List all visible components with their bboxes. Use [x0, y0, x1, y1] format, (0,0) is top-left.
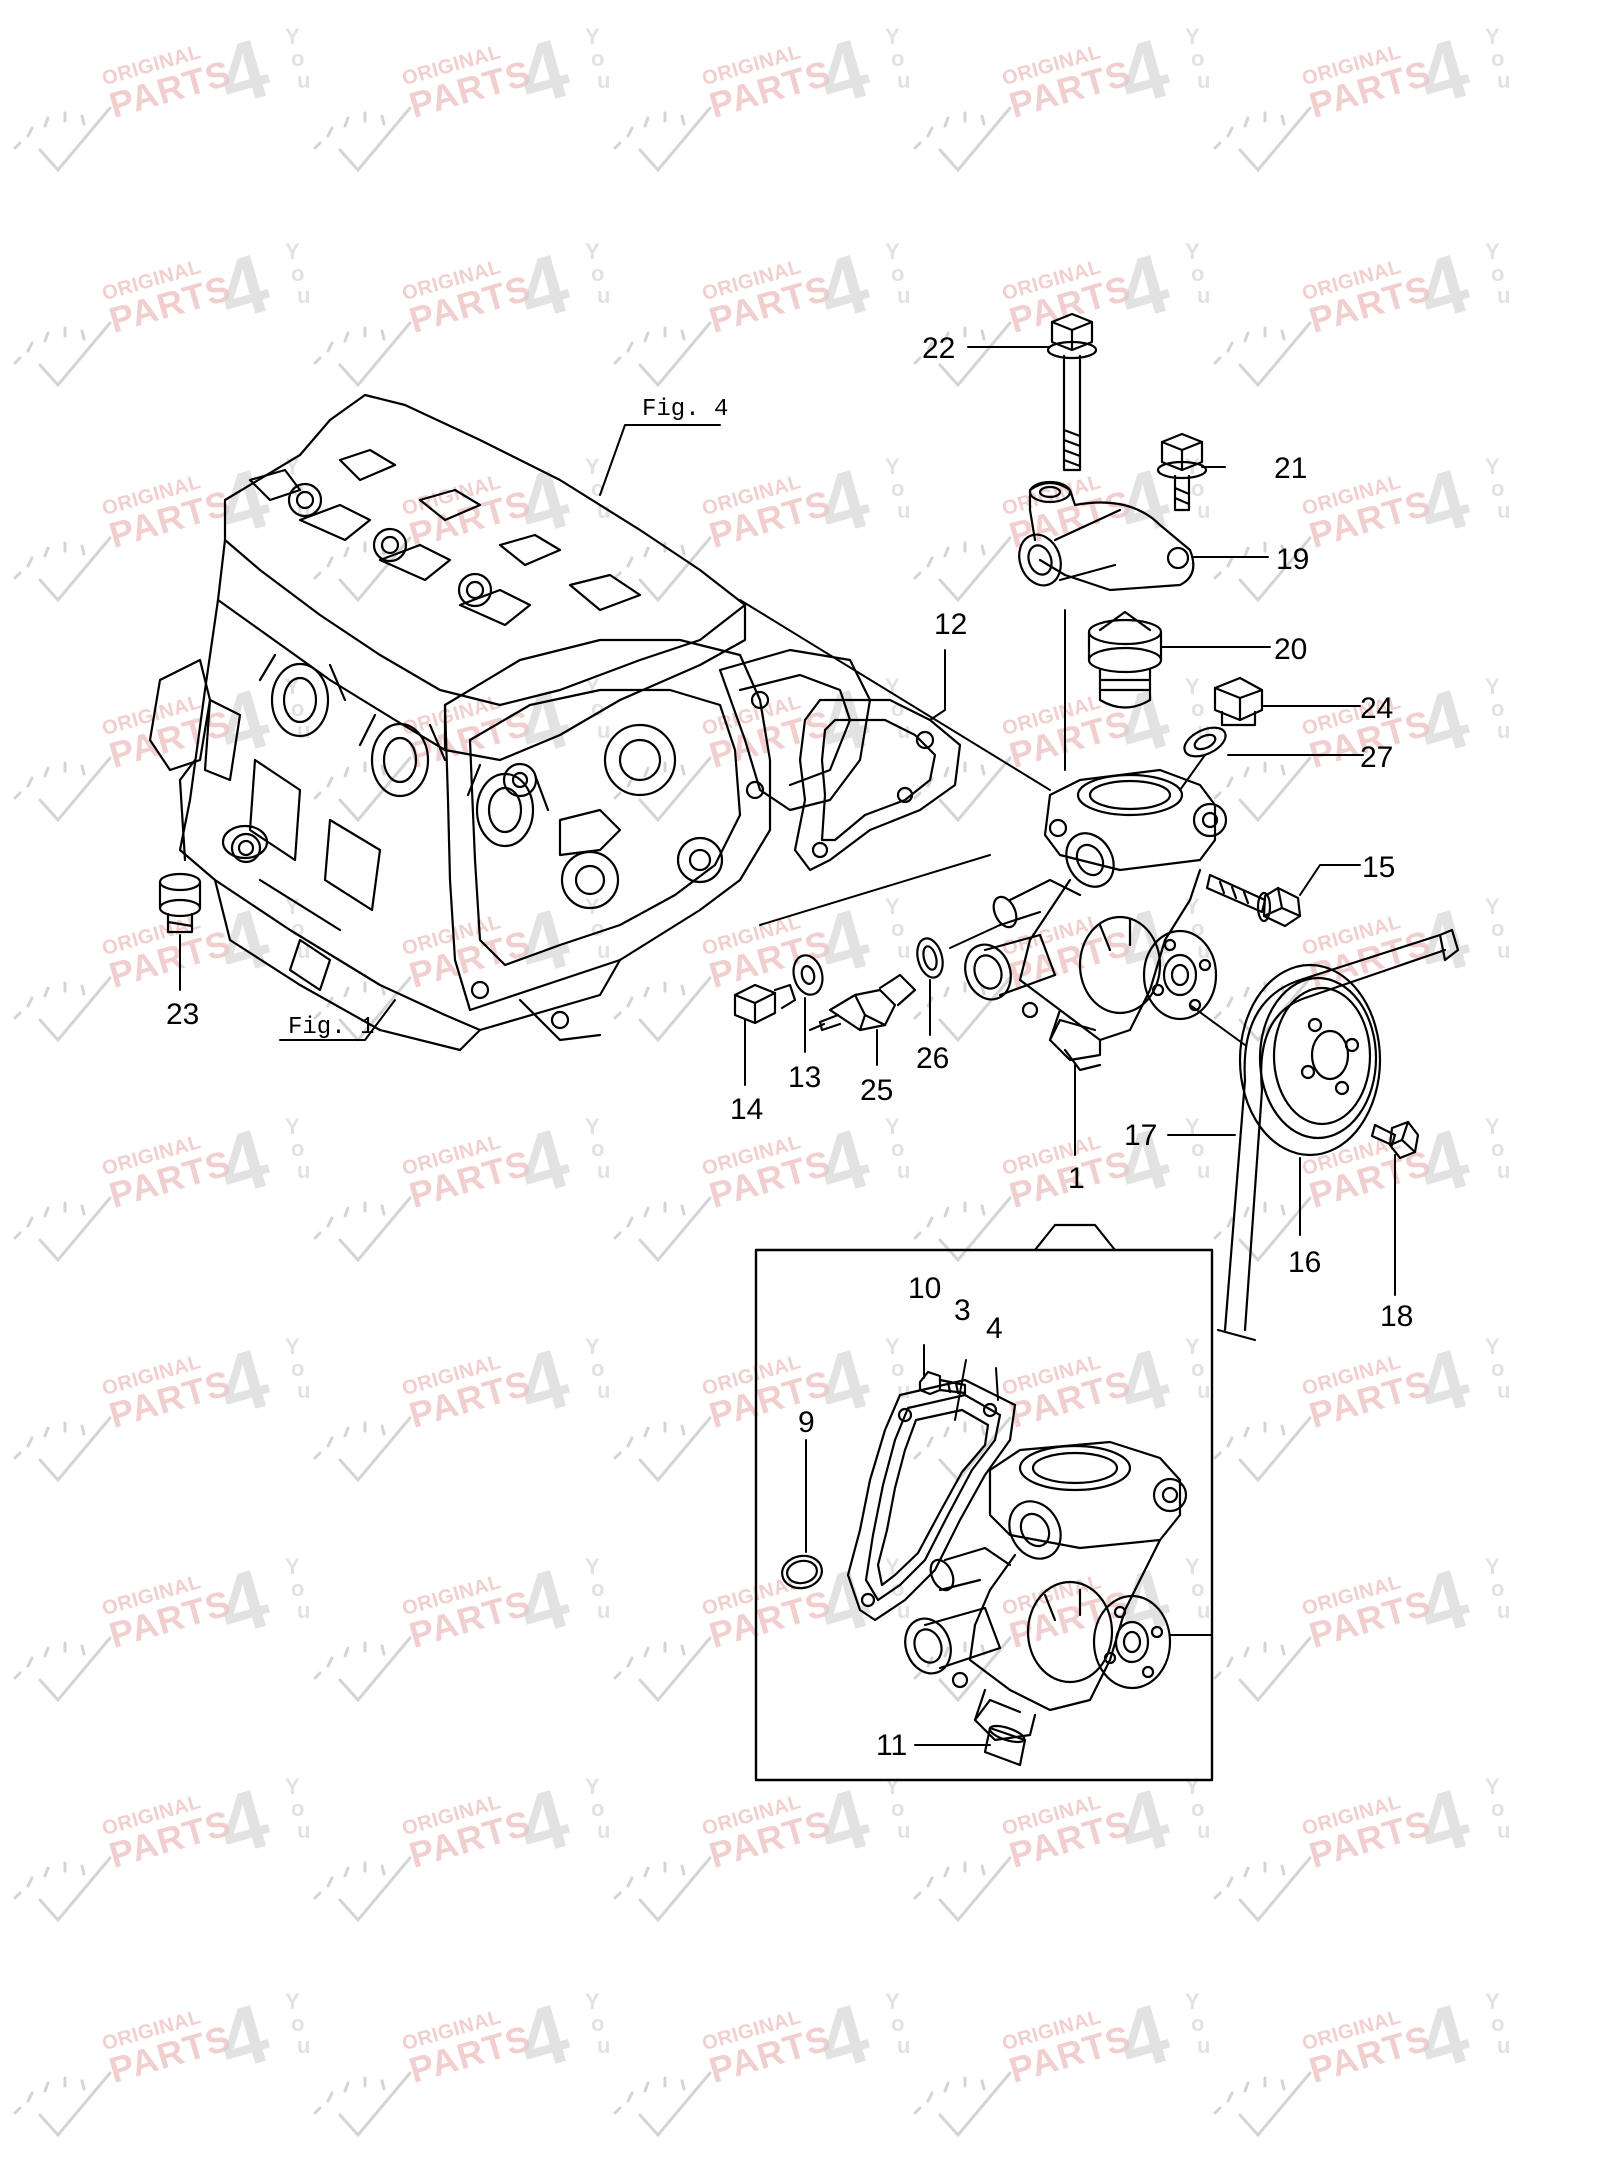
engine-block	[148, 393, 872, 1052]
part-27-washer	[1183, 726, 1227, 758]
callout-23: 23	[166, 998, 199, 1031]
part-9-o-ring	[781, 1554, 823, 1590]
callout-24: 24	[1360, 692, 1393, 725]
part-24-plug	[1213, 676, 1264, 727]
part-callouts: 22 21 19 20 24 27 12 15 23 14 13 25 26 1…	[166, 332, 1413, 1762]
part-13-washer	[792, 954, 824, 996]
part-11-sleeve	[983, 1724, 1027, 1767]
callout-17: 17	[1124, 1119, 1157, 1152]
part-22-long-bolt	[1046, 312, 1098, 472]
callout-10: 10	[908, 1272, 941, 1305]
part-15-bolt	[1205, 873, 1302, 928]
callout-14: 14	[730, 1093, 763, 1126]
callout-26: 26	[916, 1042, 949, 1075]
part-17-v-belt	[1216, 928, 1460, 1342]
leader-lines	[179, 346, 1396, 1746]
callout-19: 19	[1276, 543, 1309, 576]
part-14-plug	[733, 983, 797, 1025]
callout-21: 21	[1274, 452, 1307, 485]
callout-12: 12	[934, 608, 967, 641]
callout-22: 22	[922, 332, 955, 365]
callout-11: 11	[876, 1729, 907, 1762]
part-16-pulley	[1238, 963, 1382, 1157]
callout-1: 1	[1068, 1162, 1085, 1195]
callout-25: 25	[860, 1074, 893, 1107]
callout-4: 4	[986, 1312, 1003, 1345]
part-20-thermostat	[1087, 610, 1163, 709]
callout-18: 18	[1380, 1300, 1413, 1333]
part-21-bolt	[1156, 432, 1208, 512]
callout-16: 16	[1288, 1246, 1321, 1279]
inset-water-pump	[904, 1440, 1188, 1742]
fig-4-label: Fig. 4	[642, 396, 728, 423]
part-26-o-ring	[916, 937, 944, 979]
callout-20: 20	[1274, 633, 1307, 666]
inset-box	[754, 1248, 1214, 1782]
part-1-water-pump	[964, 768, 1228, 1072]
part-12-gasket	[793, 698, 962, 872]
callout-15: 15	[1362, 851, 1395, 884]
inset-gasket-3-4	[846, 1378, 1017, 1622]
callout-27: 27	[1360, 741, 1393, 774]
part-19-thermostat-cover	[1018, 480, 1195, 592]
callout-3: 3	[954, 1294, 971, 1327]
figure-references: Fig. 4 Fig. 1	[288, 396, 728, 1041]
part-23-drain-plug	[158, 872, 202, 934]
part-25-temp-sensor	[808, 973, 917, 1032]
fig-1-label: Fig. 1	[288, 1014, 374, 1041]
callout-9: 9	[798, 1406, 815, 1439]
part-10-screw	[918, 1370, 967, 1396]
callout-13: 13	[788, 1061, 821, 1094]
part-18-bolt	[1370, 1120, 1420, 1160]
